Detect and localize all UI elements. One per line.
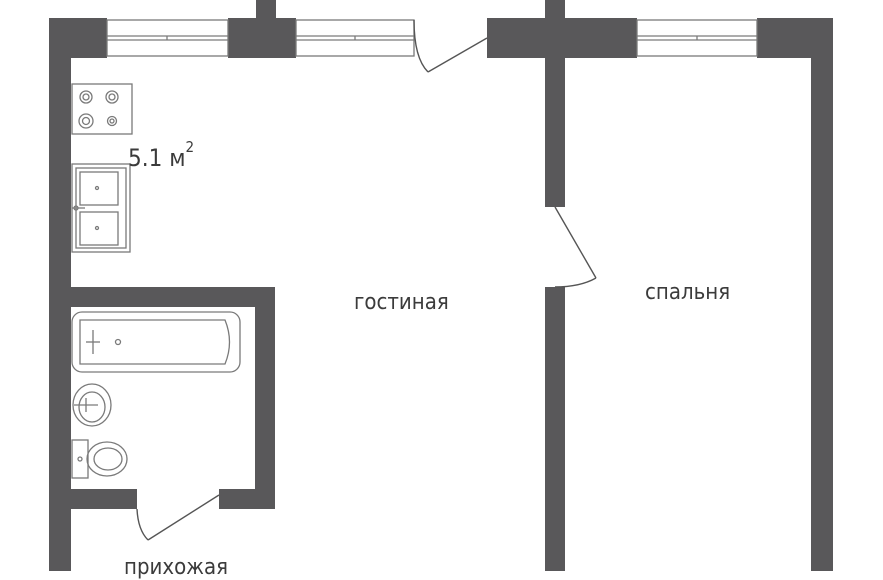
wall-bath-bottom-right	[219, 489, 275, 509]
wall-bath-right	[255, 287, 275, 509]
window-balcony	[295, 19, 415, 57]
toilet	[71, 439, 128, 479]
doors	[136, 19, 597, 541]
wall-partition-lower	[545, 287, 565, 571]
living-room-label: гостиная	[354, 290, 449, 315]
door-bathroom	[136, 494, 220, 541]
wall-top-6	[757, 18, 833, 58]
window-kitchen	[106, 19, 229, 57]
windows	[106, 19, 758, 57]
wall-top-5	[545, 0, 565, 22]
kitchen-area-label: 5.1 м2	[128, 140, 194, 172]
fixtures	[71, 83, 241, 479]
kitchen-sink	[71, 163, 131, 253]
wall-top-2	[228, 18, 296, 58]
wall-partition-upper	[545, 50, 565, 207]
kitchen-area-unit: м	[169, 144, 186, 172]
door-bedroom	[554, 206, 597, 288]
wall-top-1	[49, 18, 107, 58]
kitchen-area-exponent: 2	[185, 138, 195, 156]
stove	[71, 83, 133, 135]
wall-top-3	[256, 0, 276, 22]
hallway-label: прихожая	[124, 555, 229, 580]
door-balcony	[413, 19, 488, 73]
wall-bath-bottom-left	[49, 489, 137, 509]
bathtub	[71, 311, 241, 373]
walls	[49, 0, 833, 571]
kitchen-area-value: 5.1	[128, 144, 163, 172]
bedroom-label: спальня	[645, 280, 731, 305]
window-bedroom	[636, 19, 758, 57]
wall-bath-top	[49, 287, 275, 307]
washbasin	[72, 383, 112, 427]
wall-outer-right	[811, 18, 833, 571]
